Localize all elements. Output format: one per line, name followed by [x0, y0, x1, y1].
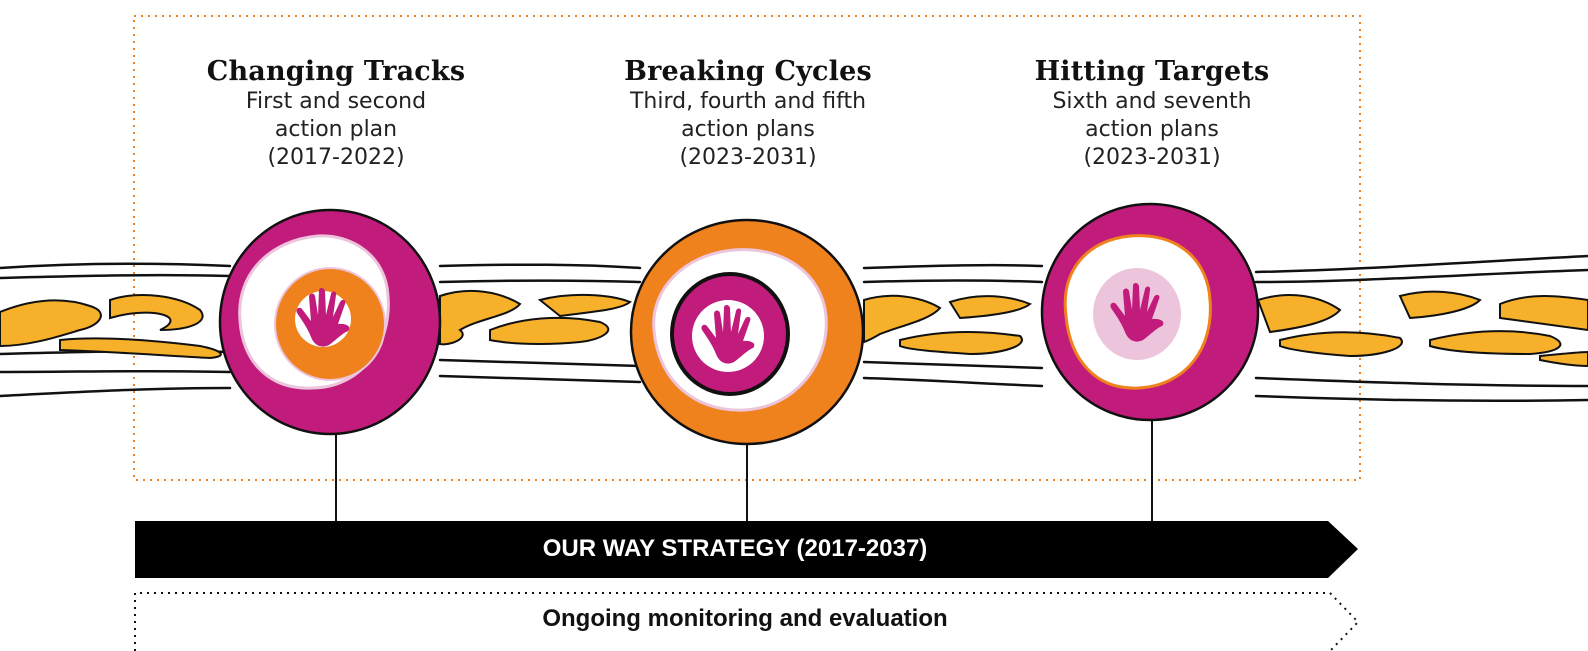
phase-years: (2017-2022) — [267, 145, 405, 170]
phase-description: action plans — [681, 117, 815, 142]
phase-description: Sixth and seventh — [1052, 89, 1252, 114]
strategy-label: OUR WAY STRATEGY (2017-2037) — [542, 535, 928, 562]
phase-years: (2023-2031) — [1083, 145, 1221, 170]
phase-description: action plan — [274, 117, 398, 142]
flame-pattern — [0, 290, 1588, 368]
track-band — [0, 254, 1588, 403]
connector-lines — [335, 420, 1153, 522]
target-hitting-targets — [1040, 202, 1260, 422]
target-changing-tracks — [218, 208, 442, 436]
phase-years: (2023-2031) — [679, 145, 817, 170]
phase-title: Changing Tracks — [206, 56, 466, 87]
monitoring-label: Ongoing monitoring and evaluation — [542, 605, 948, 632]
phase-description: Third, fourth and fifth — [629, 89, 867, 114]
phase-description: action plans — [1085, 117, 1219, 142]
phase-title: Hitting Targets — [1034, 56, 1270, 87]
phase-title: Breaking Cycles — [624, 56, 872, 87]
phase-breaking-cycles: Breaking Cycles Third, fourth and fifth … — [598, 56, 898, 172]
monitoring-arrow — [134, 592, 1360, 651]
phase-changing-tracks: Changing Tracks First and second action … — [186, 56, 486, 172]
strategy-arrow — [135, 521, 1358, 578]
phase-hitting-targets: Hitting Targets Sixth and seventh action… — [1002, 56, 1302, 172]
target-breaking-cycles — [629, 218, 865, 446]
phase-description: First and second — [245, 89, 427, 114]
